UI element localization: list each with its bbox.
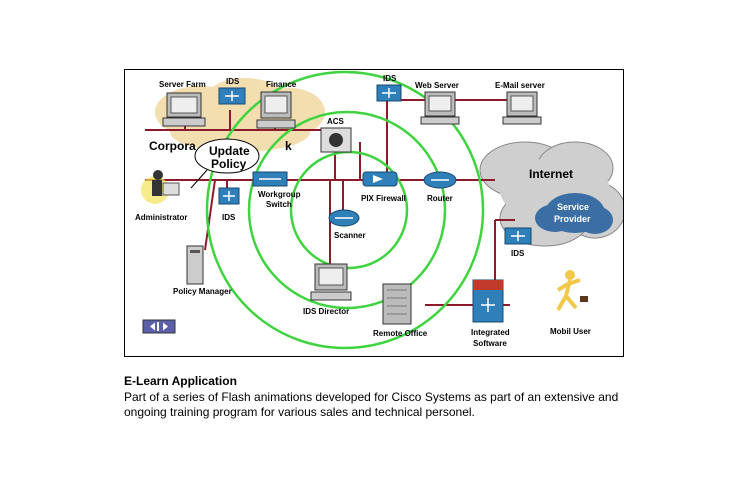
ids-label: IDS — [226, 77, 240, 86]
scanner-label: Scanner — [334, 231, 366, 240]
scanner-icon — [328, 209, 360, 227]
corporate-label: Corpora — [149, 139, 196, 153]
integrated-software-label: Software — [473, 339, 507, 348]
router-icon — [423, 171, 457, 189]
caption-title: E-Learn Application — [124, 374, 237, 388]
pix-firewall-icon — [362, 171, 398, 187]
prev-next-arrows-icon[interactable] — [142, 319, 176, 334]
policy-manager-tower-icon — [186, 245, 204, 285]
server-farm-computer — [162, 92, 206, 127]
web-server-label: Web Server — [415, 81, 459, 90]
caption-text: Part of a series of Flash animations dev… — [124, 390, 619, 419]
update-policy-bubble — [190, 138, 260, 189]
acs-server-icon — [320, 127, 352, 153]
caption: E-Learn Application Part of a series of … — [124, 374, 644, 420]
network-diagram: Server Farm IDS Finance IDS Web Server E… — [135, 70, 623, 350]
integrated-software-icon — [472, 279, 504, 323]
service-provider-cloud — [535, 193, 613, 234]
mobile-user-figure-icon — [556, 270, 588, 311]
finance-computer — [256, 91, 296, 129]
ids-icon — [218, 87, 246, 105]
ids-icon — [504, 227, 532, 245]
internet-label: Internet — [529, 167, 573, 181]
email-server-computer — [502, 91, 542, 125]
remote-office-label: Remote Office — [373, 329, 428, 338]
integrated-software-label: Integrated — [471, 328, 510, 337]
administrator-label: Administrator — [135, 213, 187, 222]
workgroup-switch-label: Switch — [266, 200, 292, 209]
service-provider-label: Service — [557, 202, 589, 212]
workgroup-switch-label: Workgroup — [258, 190, 301, 199]
remote-office-building-icon — [382, 283, 412, 325]
diagram-frame: Server Farm IDS Finance IDS Web Server E… — [124, 69, 624, 357]
workgroup-switch-icon — [252, 171, 288, 187]
corporate-label-tail: k — [285, 139, 292, 153]
server-farm-label: Server Farm — [159, 80, 206, 89]
ids-icon — [218, 187, 240, 205]
web-server-computer — [420, 91, 460, 125]
router-label: Router — [427, 194, 453, 203]
service-provider-label: Provider — [554, 214, 591, 224]
ids-label: IDS — [383, 74, 397, 83]
ids-label: IDS — [511, 249, 525, 258]
ids-director-computer — [310, 263, 352, 301]
ids-director-label: IDS Director — [303, 307, 349, 316]
policy-manager-label: Policy Manager — [173, 287, 232, 296]
update-policy-label: Policy — [211, 157, 247, 171]
finance-label: Finance — [266, 80, 297, 89]
ids-icon — [376, 84, 402, 102]
pix-firewall-label: PIX Firewall — [361, 194, 406, 203]
mobil-user-label: Mobil User — [550, 327, 591, 336]
administrator-figure-icon — [141, 170, 180, 204]
acs-label: ACS — [327, 117, 345, 126]
update-policy-label: Update — [209, 144, 250, 158]
ids-label: IDS — [222, 213, 236, 222]
email-server-label: E-Mail server — [495, 81, 545, 90]
